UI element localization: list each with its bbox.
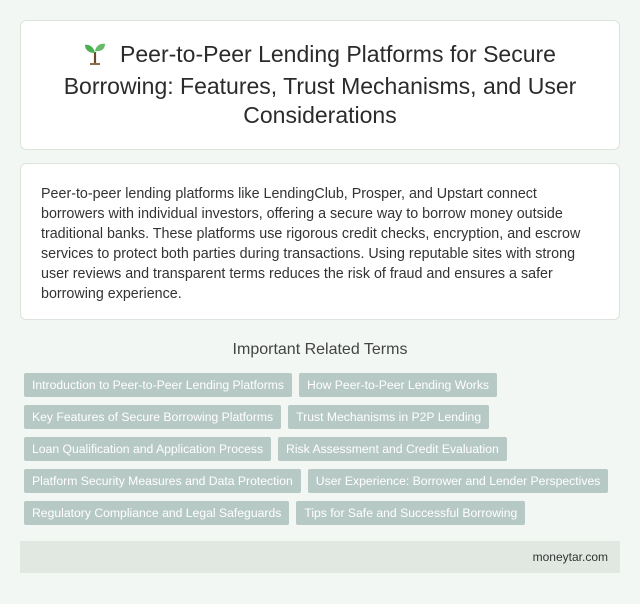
related-term-tag[interactable]: Tips for Safe and Successful Borrowing [296, 501, 526, 525]
summary-card: Peer-to-peer lending platforms like Lend… [20, 163, 620, 320]
related-term-tag[interactable]: User Experience: Borrower and Lender Per… [307, 469, 609, 493]
related-terms-heading: Important Related Terms [232, 341, 408, 358]
page-title: Peer-to-Peer Lending Platforms for Secur… [51, 40, 589, 130]
related-term-tag[interactable]: Platform Security Measures and Data Prot… [24, 469, 301, 493]
related-terms-list: Introduction to Peer-to-Peer Lending Pla… [24, 373, 624, 525]
related-term-tag[interactable]: Key Features of Secure Borrowing Platfor… [24, 405, 282, 429]
related-term-tag[interactable]: Regulatory Compliance and Legal Safeguar… [24, 501, 290, 525]
title-card: Peer-to-Peer Lending Platforms for Secur… [20, 20, 620, 150]
footer-site-name[interactable]: moneytar.com [532, 550, 608, 564]
summary-text: Peer-to-peer lending platforms like Lend… [41, 186, 581, 302]
related-term-tag[interactable]: Risk Assessment and Credit Evaluation [278, 437, 507, 461]
related-term-tag[interactable]: Introduction to Peer-to-Peer Lending Pla… [24, 373, 293, 397]
footer: moneytar.com [20, 541, 620, 573]
related-term-tag[interactable]: How Peer-to-Peer Lending Works [299, 373, 498, 397]
page-title-text: Peer-to-Peer Lending Platforms for Secur… [63, 41, 577, 128]
related-term-tag[interactable]: Loan Qualification and Application Proce… [24, 437, 272, 461]
related-term-tag[interactable]: Trust Mechanisms in P2P Lending [288, 405, 490, 429]
sprout-icon [84, 41, 106, 72]
